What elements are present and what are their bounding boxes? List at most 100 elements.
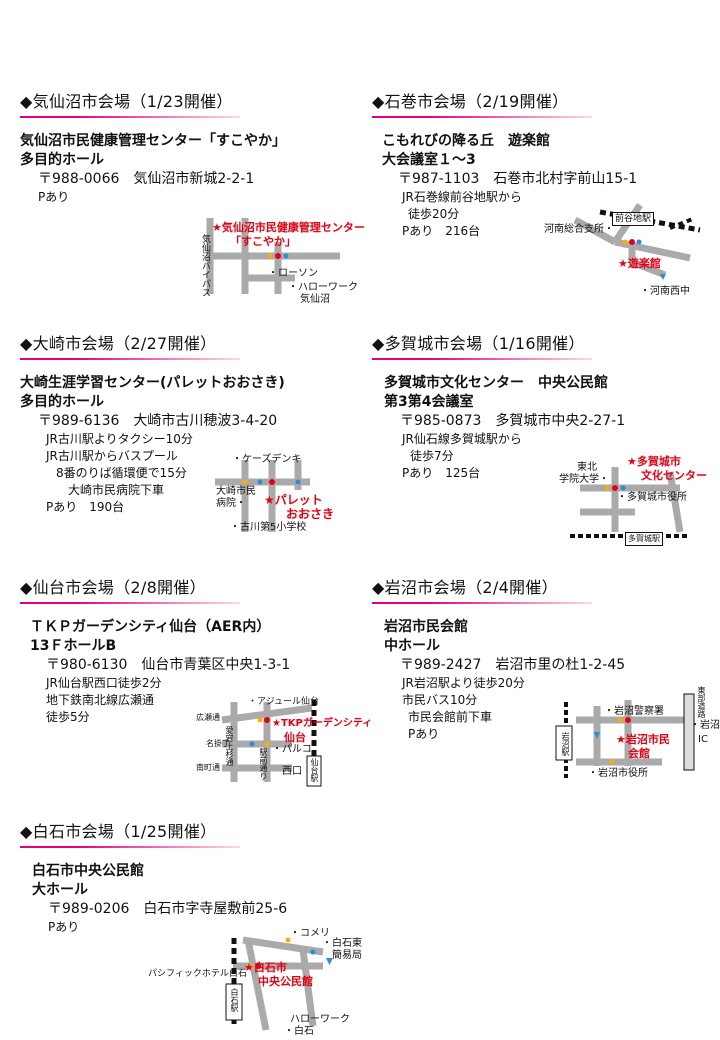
map-label: ・白石 [284,1026,314,1037]
map-roads [206,218,340,294]
venue-name: 大崎生涯学習センター(パレットおおさき) [20,375,285,391]
map-target-label: ★遊楽館 [618,257,661,270]
venue-note: 徒歩20分 [408,207,460,221]
venue-address: 〒989-0206 白石市字寺屋敷前25-6 [48,901,288,917]
venue-note: JR古川駅よりタクシー10分 [46,432,193,446]
venue-shiroishi: ◆白石市会場（1/25開催） 白石市中央公民館 大ホール 〒989-0206 白… [20,818,287,936]
venue-note: JR仙石線多賀城駅から [402,432,522,446]
map-target-label: おおさき [286,507,335,521]
map-label: ・古川第5小学校 [230,522,307,533]
venue-header: ◆多賀城市会場（1/16開催） [372,334,585,353]
venue-room: 多目的ホール [20,152,104,168]
map-label: ・岩沼 [690,720,720,731]
venue-room: 第3第4会議室 [384,394,474,410]
map-label: 広瀬通 [196,713,220,722]
map-label: ・多賀城市役所 [617,492,687,503]
map-label: 簡易局 [332,950,362,961]
venue-note: Pあり 190台 [46,500,125,514]
venue-note: 市民会館前下車 [408,710,493,724]
map-tagajo: 東北 学院大学・ ★多賀城市 文化センター ・多賀城市役所 多賀城駅 [555,452,707,547]
venue-header: ◆大崎市会場（2/27開催） [20,334,217,353]
header-underline [20,602,240,604]
venue-name: 白石市中央公民館 [32,863,144,879]
map-label: ・ハローワーク [288,282,358,293]
map-iwanuma: ・岩沼警察署 岩沼駅 ★岩沼市民 会館 ・岩沼市役所 ・岩沼 IC 東部道路 [552,686,720,782]
map-label: 岩沼駅 [561,732,570,756]
map-target-label: 会館 [628,747,650,760]
map-target-label: 中央公民館 [258,975,313,988]
venue-header: ◆仙台市会場（2/8開催） [20,578,206,597]
venue-room: 13ＦホールB [30,638,117,654]
map-target-label: 文化センター [641,469,707,482]
map-label: 多賀城駅 [625,532,663,546]
map-label: 西口 [282,766,302,777]
venue-address: 〒988-0066 気仙沼市新城2-2-1 [38,171,255,187]
map-target-label: ★多賀城市 [627,455,681,468]
map-label: 東北 [577,462,597,473]
map-ishinomaki: 前谷地駅 河南総合支所・ ★遊楽館 ・河南西中 [540,200,710,300]
map-label: ハローワーク [290,1014,350,1025]
venue-name: ＴＫＰガーデンシティ仙台（AER内） [30,619,271,635]
map-label: 河南総合支所・ [544,224,614,235]
map-roads [215,460,310,532]
map-label: 東部道路 [697,686,706,718]
venue-note: JR石巻線前谷地駅から [402,190,522,204]
venue-address: 〒989-2427 岩沼市里の杜1-2-45 [400,657,626,673]
venue-name: 多賀城市文化センター 中央公民館 [384,375,608,391]
map-label: ・コメリ [290,928,330,939]
venue-header: ◆岩沼市会場（2/4開催） [372,578,558,597]
map-label: ・アジュール仙台 [248,697,320,707]
venue-header: ◆石巻市会場（2/19開催） [372,92,569,111]
map-label: ・白石東 [322,938,362,949]
map-label: 南町通 [196,763,220,772]
header-underline [20,358,240,360]
venue-sendai: ◆仙台市会場（2/8開催） ＴＫＰガーデンシティ仙台（AER内） 13ＦホールB… [20,574,290,726]
map-label: ・ローソン [268,268,318,279]
map-label: 愛宕上杉通 [225,726,234,766]
venue-note: Pあり [48,920,80,934]
header-underline [372,358,592,360]
map-label: 仙台駅 [310,758,319,782]
map-target-label: 「すこやか」 [230,235,296,248]
map-roads [225,936,333,1031]
venue-tagajo: ◆多賀城市会場（1/16開催） 多賀城市文化センター 中央公民館 第3第4会議室… [372,330,625,482]
map-label: ・河南西中 [640,286,690,297]
map-label: 病院・ [216,498,246,509]
venue-header: ◆白石市会場（1/25開催） [20,822,217,841]
map-label: パシフィックホテル白石 [148,969,247,979]
venue-note: Pあり 216台 [402,224,481,238]
venue-address: 〒985-0873 多賀城市中央2-27-1 [400,413,626,429]
map-label: 駅前通り [259,748,268,780]
header-underline [20,116,240,118]
map-shiroishi: ・コメリ ・白石東 簡易局 パシフィックホテル白石 ★白石市 中央公民館 白石駅… [148,926,378,1038]
venue-address: 〒987-1103 石巻市北村字前山15-1 [398,171,638,187]
map-target-label: ★パレット [264,493,323,507]
map-target-label: 仙台 [284,731,306,744]
venue-osaki: ◆大崎市会場（2/27開催） 大崎生涯学習センター(パレットおおさき) 多目的ホ… [20,330,285,516]
venue-room: 大会議室１～3 [382,152,476,168]
venue-note: 8番のりば循環便で15分 [56,466,187,480]
map-target-label: ★気仙沼市民健康管理センター [212,221,365,234]
venue-room: 中ホール [384,638,440,654]
map-target-label: ★白石市 [244,961,287,974]
venue-address: 〒980-6130 仙台市青葉区中央1-3-1 [46,657,291,673]
venue-name: 気仙沼市民健康管理センター「すこやか」 [20,133,286,149]
venue-iwanuma: ◆岩沼市会場（2/4開催） 岩沼市民会館 中ホール 〒989-2427 岩沼市里… [372,574,625,743]
venue-header: ◆気仙沼市会場（1/23開催） [20,92,233,111]
header-underline [20,846,240,848]
venue-note: JR岩沼駅より徒歩20分 [402,676,525,690]
map-label: ・岩沼警察署 [604,706,664,717]
venue-note: JR古川駅からバスプール [46,449,178,463]
venue-note: 市民バス10分 [402,693,478,707]
map-target-label: ★岩沼市民 [616,733,670,746]
map-kesennuma: ★気仙沼市民健康管理センター 「すこやか」 気仙沼バイパス ・ローソン ・ハロー… [190,212,365,307]
venue-note: 徒歩5分 [46,710,90,724]
map-label: 白石駅 [230,988,239,1012]
venue-note: 地下鉄南北線広瀬通 [46,693,155,707]
venue-note: Pあり [408,727,440,741]
venue-room: 大ホール [32,882,88,898]
venue-note: Pあり 125台 [402,466,481,480]
venue-ishinomaki: ◆石巻市会場（2/19開催） こもれびの降る丘 遊楽館 大会議室１～3 〒987… [372,88,637,240]
venue-address: 〒989-6136 大崎市古川穂波3-4-20 [38,413,278,429]
venue-kesennuma: ◆気仙沼市会場（1/23開催） 気仙沼市民健康管理センター「すこやか」 多目的ホ… [20,88,286,206]
